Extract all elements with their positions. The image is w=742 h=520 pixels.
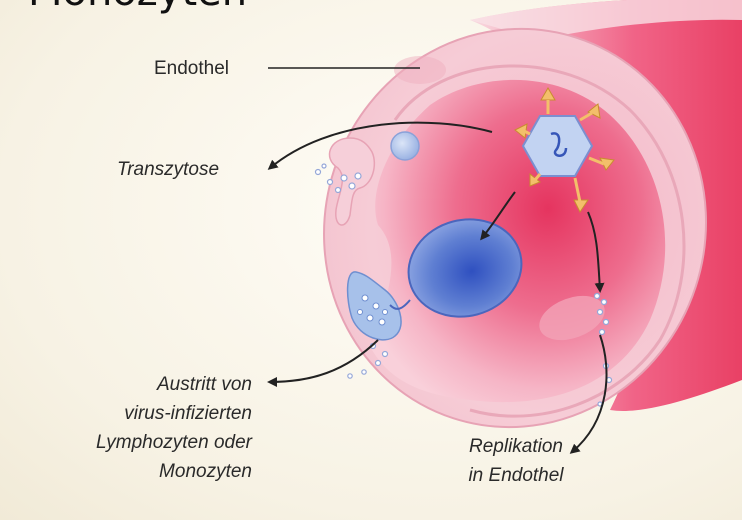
label-austritt: Austritt von virus-infizierten Lymphozyt… bbox=[40, 370, 252, 486]
label-austritt-line3: Lymphozyten oder bbox=[40, 428, 252, 457]
label-replikation-line1: Replikation bbox=[425, 432, 607, 461]
label-austritt-line1: Austritt von bbox=[40, 370, 252, 399]
label-replikation: Replikation in Endothel bbox=[425, 432, 607, 490]
label-endothel: Endothel bbox=[154, 54, 229, 83]
label-austritt-line4: Monozyten bbox=[40, 457, 252, 486]
label-replikation-line2: in Endothel bbox=[425, 461, 607, 490]
transcytosis-vesicle bbox=[391, 132, 419, 160]
label-austritt-line2: virus-infizierten bbox=[40, 399, 252, 428]
wall-patch-top bbox=[394, 56, 446, 84]
label-transzytose: Transzytose bbox=[117, 155, 219, 184]
